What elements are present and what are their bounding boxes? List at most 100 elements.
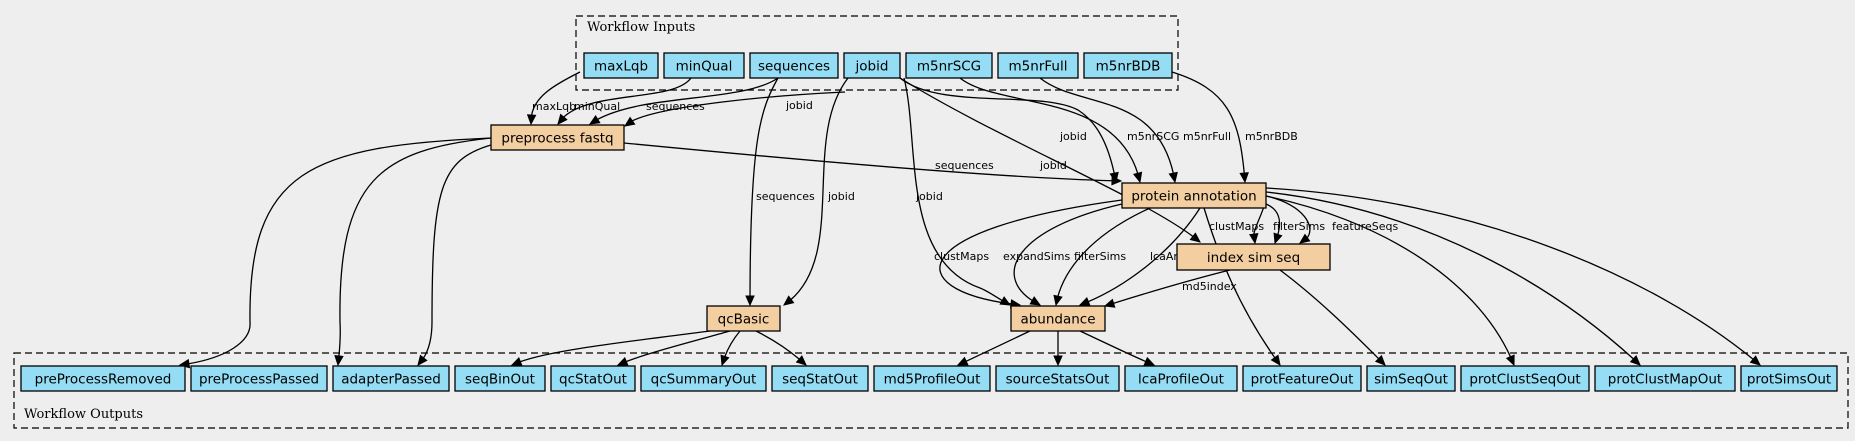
cluster-outputs-border — [13, 352, 1849, 429]
arrowhead — [526, 114, 537, 126]
output-node-adapter-passed[interactable]: adapterPassed — [332, 365, 450, 392]
node-label: minQual — [676, 59, 733, 75]
edge-line — [1265, 195, 1515, 366]
step-node-qcbasic[interactable]: qcBasic — [706, 305, 781, 332]
node-label: maxLqb — [594, 59, 648, 75]
output-node-pre-process-removed[interactable]: preProcessRemoved — [20, 365, 186, 392]
edge-protann-to-indexsim: filterSims — [1265, 203, 1325, 245]
node-label: seqBinOut — [465, 372, 535, 388]
edge-line — [589, 77, 779, 125]
edge-line — [417, 144, 492, 366]
node-box — [190, 365, 328, 392]
input-node-m5nr-full[interactable]: m5nrFull — [997, 52, 1079, 79]
edge-preprocess-to-protann: sequences — [623, 142, 1123, 186]
edge-label: jobid — [785, 99, 813, 112]
arrowhead — [795, 355, 807, 366]
edge-line — [1055, 207, 1151, 306]
arrowhead — [1273, 232, 1283, 245]
node-box — [663, 52, 745, 79]
arrowhead — [1749, 355, 1761, 366]
node-label: protClustSeqOut — [1469, 372, 1580, 388]
arrowhead — [334, 355, 344, 367]
edge-protann-to-abundance: expandSims — [1003, 203, 1123, 306]
edge-line — [1265, 195, 1311, 244]
input-node-m5nr-bdb[interactable]: m5nrBDB — [1083, 52, 1173, 79]
step-node-preprocess[interactable]: preprocess fastq — [490, 124, 625, 151]
step-node-protann[interactable]: protein annotation — [1121, 182, 1267, 209]
node-box — [1460, 365, 1590, 392]
node-box — [995, 365, 1120, 392]
edge-sequences-to-qcbasic: sequences — [745, 77, 815, 307]
output-node-qc-stat-out[interactable]: qcStatOut — [550, 365, 636, 392]
node-box — [1740, 365, 1838, 392]
node-label: preProcessPassed — [199, 372, 319, 388]
edge-qcbasic-to-seq-bin-out — [510, 330, 711, 366]
edge-protann-to-abundance: filterSims — [1053, 207, 1151, 307]
output-node-pre-process-passed[interactable]: preProcessPassed — [190, 365, 328, 392]
input-node-sequences[interactable]: sequences — [749, 52, 839, 79]
input-node-m5nr-scg[interactable]: m5nrSCG — [905, 52, 993, 79]
arrowhead — [720, 354, 730, 367]
node-box — [843, 52, 901, 79]
output-node-md5-profile-out[interactable]: md5ProfileOut — [873, 365, 991, 392]
cluster-inputs-border — [575, 15, 1179, 91]
edge-line — [1265, 191, 1641, 366]
node-label: jobid — [855, 59, 889, 75]
arrowhead — [1078, 297, 1091, 306]
node-box — [1366, 365, 1456, 392]
arrowhead — [557, 113, 568, 125]
output-node-prot-sims-out[interactable]: protSimsOut — [1740, 365, 1838, 392]
edge-line — [899, 77, 1117, 183]
node-box — [454, 365, 546, 392]
arrowhead — [1629, 355, 1641, 366]
edge-line — [511, 330, 711, 366]
arrowhead — [1029, 296, 1042, 306]
step-node-indexsim[interactable]: index sim seq — [1176, 243, 1331, 271]
step-node-abundance[interactable]: abundance — [1010, 305, 1106, 332]
edge-line — [623, 142, 1122, 182]
arrowhead — [1189, 232, 1201, 243]
output-node-lca-profile-out[interactable]: lcaProfileOut — [1124, 365, 1238, 392]
edge-line — [783, 77, 849, 306]
edge-line — [899, 77, 1201, 243]
edge-line — [179, 137, 492, 366]
node-label: m5nrFull — [1009, 59, 1068, 75]
edge-label: minQual — [574, 100, 620, 113]
edge-protann-to-prot-feature-out — [1203, 207, 1281, 367]
edge-jobid-to-abundance: jobid — [903, 77, 1012, 306]
edge-preprocess-to-pre-process-passed — [334, 137, 492, 367]
node-label: abundance — [1020, 312, 1095, 328]
edge-abundance-to-source-stats-out — [1053, 331, 1063, 367]
node-label: sequences — [758, 59, 830, 75]
node-label: adapterPassed — [341, 372, 441, 388]
output-node-seq-stat-out[interactable]: seqStatOut — [771, 365, 869, 392]
arrowhead — [1103, 298, 1116, 308]
node-box — [873, 365, 991, 392]
edge-protann-to-indexsim: featureSeqs — [1265, 195, 1398, 244]
input-node-min-qual[interactable]: minQual — [663, 52, 745, 79]
node-label: protClustMapOut — [1608, 372, 1722, 388]
edge-label: jobid — [915, 190, 943, 203]
output-node-prot-feature-out[interactable]: protFeatureOut — [1242, 365, 1362, 392]
node-box — [332, 365, 450, 392]
arrowhead — [1505, 354, 1515, 367]
edge-line — [530, 71, 581, 125]
output-node-prot-clust-seq-out[interactable]: protClustSeqOut — [1460, 365, 1590, 392]
input-node-max-lqb[interactable]: maxLqb — [583, 52, 659, 79]
arrowhead — [623, 116, 636, 127]
output-node-qc-summary-out[interactable]: qcSummaryOut — [640, 365, 767, 392]
output-node-source-stats-out[interactable]: sourceStatsOut — [995, 365, 1120, 392]
node-box — [1083, 52, 1173, 79]
output-node-seq-bin-out[interactable]: seqBinOut — [454, 365, 546, 392]
edge-label: clustMaps — [934, 250, 989, 263]
node-label: sourceStatsOut — [1006, 372, 1110, 388]
output-node-prot-clust-map-out[interactable]: protClustMapOut — [1594, 365, 1736, 392]
output-node-sim-seq-out[interactable]: simSeqOut — [1366, 365, 1456, 392]
edge-label: m5nrFull — [1183, 130, 1231, 143]
input-node-jobid[interactable]: jobid — [843, 52, 901, 79]
edge-m5nr-scg-to-protann: m5nrSCG — [959, 77, 1179, 184]
node-label: lcaProfileOut — [1138, 372, 1224, 388]
edge-line — [1104, 269, 1231, 307]
edge-protann-to-prot-clust-map-out — [1265, 191, 1641, 366]
